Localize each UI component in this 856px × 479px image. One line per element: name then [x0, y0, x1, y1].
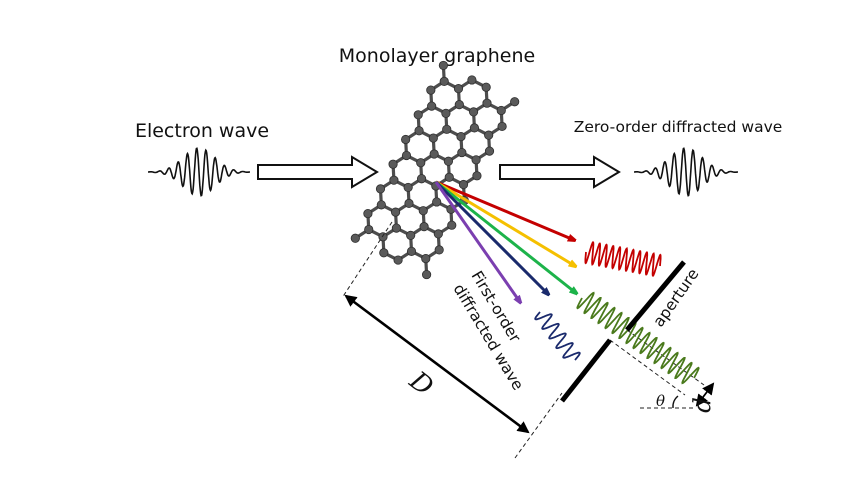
carbon-atom	[438, 60, 448, 71]
carbon-atom	[376, 200, 386, 210]
carbon-atom	[403, 182, 413, 193]
aperture	[560, 260, 686, 403]
carbon-atom	[390, 207, 401, 217]
carbon-atom	[416, 158, 426, 168]
carbon-atom	[378, 232, 388, 242]
carbon-atom	[471, 155, 481, 165]
carbon-atom	[434, 245, 444, 255]
beam-yellow	[435, 180, 575, 266]
carbon-atom	[441, 108, 451, 118]
blue-diffracted-wave	[534, 311, 581, 361]
carbon-atom	[443, 156, 454, 166]
carbon-atom	[401, 150, 412, 161]
angle-theta-arc	[672, 395, 679, 409]
incident-wave-packet	[148, 147, 250, 197]
beam-navy	[434, 180, 548, 294]
carbon-atom	[447, 220, 457, 230]
carbon-atom	[375, 184, 386, 194]
electron-wave-label: Electron wave	[135, 120, 269, 142]
carbon-atom	[496, 105, 506, 116]
carbon-atom	[456, 131, 466, 142]
aperture-lower-plate	[560, 338, 612, 403]
carbon-atom	[363, 208, 373, 219]
carbon-atom	[429, 149, 439, 159]
carbon-atom	[497, 121, 507, 132]
carbon-atom	[432, 197, 442, 207]
incident-hollow-arrow	[257, 155, 379, 189]
carbon-atom	[419, 222, 429, 232]
carbon-atom	[439, 76, 449, 86]
carbon-atom	[426, 85, 436, 95]
diffracted-beams	[434, 180, 576, 302]
zero-order-label: Zero-order diffracted wave	[574, 118, 783, 136]
carbon-atom	[393, 255, 403, 265]
carbon-atom	[428, 133, 438, 143]
carbon-atom	[484, 130, 494, 140]
carbon-atom	[482, 98, 492, 108]
carbon-atom	[453, 84, 464, 94]
graphene-lattice	[350, 60, 520, 280]
aperture-upper-plate	[625, 260, 686, 332]
zero-order-wave-packet	[634, 147, 738, 197]
width-d-label: d	[688, 397, 717, 413]
carbon-atom	[469, 123, 480, 133]
carbon-atom	[414, 126, 424, 136]
distance-D-arrow	[344, 294, 530, 434]
beam-green	[435, 180, 576, 293]
red-diffracted-wave	[584, 241, 662, 277]
carbon-atom	[406, 230, 416, 240]
carbon-atom	[379, 248, 389, 258]
beam-purple	[434, 181, 520, 302]
carbon-atom	[484, 146, 495, 156]
carbon-atom	[454, 100, 464, 110]
green-diffracted-wave	[576, 291, 700, 385]
carbon-atom	[467, 75, 477, 85]
carbon-atom	[401, 134, 411, 145]
carbon-atom	[421, 254, 431, 264]
carbon-atom	[388, 159, 398, 169]
beam-red	[435, 180, 574, 240]
carbon-atom	[468, 107, 479, 117]
carbon-atom	[458, 179, 469, 190]
graphene-label: Monolayer graphene	[339, 45, 535, 67]
carbon-atom	[444, 172, 454, 182]
carbon-atom	[418, 206, 428, 216]
carbon-atom	[457, 147, 467, 158]
width-d-arrow	[695, 382, 715, 407]
carbon-atom	[510, 97, 520, 107]
carbon-atom	[416, 174, 427, 184]
carbon-atom	[391, 223, 402, 233]
carbon-atom	[442, 124, 452, 134]
carbon-atom	[481, 82, 491, 92]
carbon-atom	[427, 101, 437, 111]
distance-D-label: D	[403, 365, 439, 402]
carbon-atom	[413, 110, 423, 120]
carbon-atom	[406, 246, 417, 256]
carbon-atom	[433, 229, 443, 239]
carbon-atom	[422, 269, 432, 280]
carbon-atom	[472, 171, 482, 181]
transmitted-hollow-arrow	[499, 155, 621, 189]
carbon-atom	[389, 175, 399, 185]
carbon-atom	[364, 224, 374, 235]
carbon-atom	[350, 233, 360, 243]
carbon-atom	[404, 198, 414, 209]
angle-theta-label: θ	[656, 392, 665, 410]
